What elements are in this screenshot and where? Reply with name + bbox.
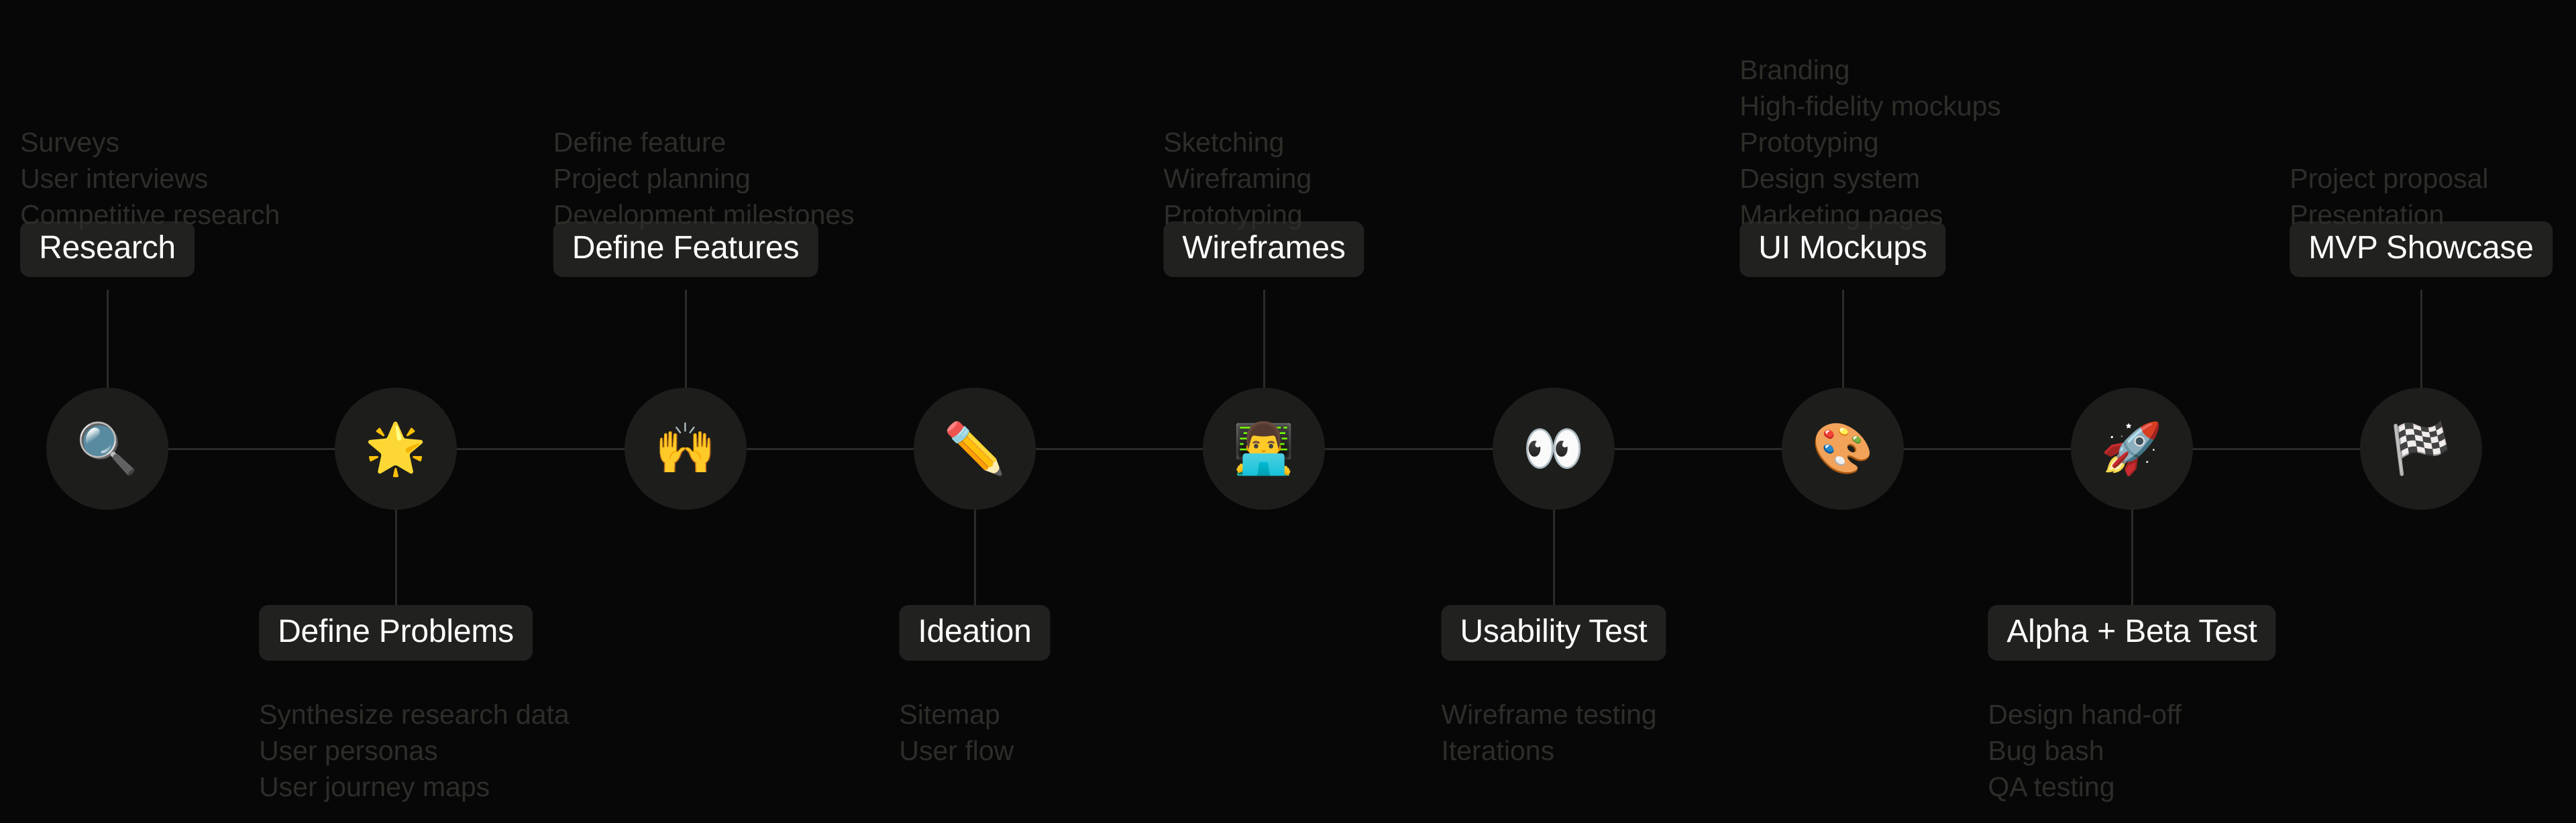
bullet-item: Design system <box>1739 163 1921 194</box>
bullet-item: Wireframe testing <box>1441 699 1657 730</box>
timeline-node-ideation[interactable]: ✏️ <box>914 388 1036 510</box>
timeline-node-usability-test[interactable]: 👀 <box>1493 388 1615 510</box>
stage-chip-wireframes[interactable]: Wireframes <box>1163 221 1364 277</box>
timeline-node-alpha-beta-test[interactable]: 🚀 <box>2071 388 2193 510</box>
bullet-item: User journey maps <box>259 771 490 802</box>
pencil-icon: ✏️ <box>943 420 1006 478</box>
stage-chip-ui-mockups[interactable]: UI Mockups <box>1739 221 1946 277</box>
bullet-item: Surveys <box>20 127 120 158</box>
raising-hands-icon: 🙌 <box>654 420 717 478</box>
bullet-item: Competitive research <box>20 199 280 230</box>
bullet-item: Development milestones <box>553 199 855 230</box>
stage-chip-usability-test[interactable]: Usability Test <box>1441 605 1666 661</box>
connector-stem <box>1263 290 1265 389</box>
stage-chip-define-problems[interactable]: Define Problems <box>259 605 533 661</box>
connector-stem <box>107 290 109 389</box>
connector-stem <box>685 290 687 389</box>
bullet-item: Define feature <box>553 127 727 158</box>
artist-palette-icon: 🎨 <box>1811 420 1874 478</box>
bullet-item: Presentation <box>2290 199 2445 230</box>
bullet-item: Bug bash <box>1988 735 2104 766</box>
connector-stem <box>974 508 976 606</box>
timeline-node-define-problems[interactable]: 🌟 <box>335 388 457 510</box>
connector-stem <box>395 508 397 606</box>
stage-chip-ideation[interactable]: Ideation <box>899 605 1051 661</box>
magnifying-glass-icon: 🔍 <box>76 420 139 478</box>
bullet-item: High-fidelity mockups <box>1739 91 2001 121</box>
timeline-node-ui-mockups[interactable]: 🎨 <box>1782 388 1904 510</box>
bullet-item: Wireframing <box>1163 163 1312 194</box>
connector-stem <box>2131 508 2133 606</box>
connector-stem <box>1842 290 1844 389</box>
rocket-icon: 🚀 <box>2100 420 2163 478</box>
bullet-item: User flow <box>899 735 1014 766</box>
bullet-item: Sitemap <box>899 699 1000 730</box>
bullet-item: QA testing <box>1988 771 2115 802</box>
bullet-item: Iterations <box>1441 735 1555 766</box>
bullet-item: Prototyping <box>1739 127 1879 158</box>
stage-chip-alpha-beta-test[interactable]: Alpha + Beta Test <box>1988 605 2276 661</box>
bullet-item: Design hand-off <box>1988 699 2182 730</box>
bullet-item: User interviews <box>20 163 209 194</box>
timeline-node-mvp-showcase[interactable]: 🏁 <box>2360 388 2482 510</box>
bullet-item: Sketching <box>1163 127 1285 158</box>
glowing-star-icon: 🌟 <box>364 420 427 478</box>
stage-chip-research[interactable]: Research <box>20 221 195 277</box>
timeline-node-wireframes[interactable]: 👨‍💻 <box>1203 388 1325 510</box>
timeline-node-define-features[interactable]: 🙌 <box>625 388 747 510</box>
bullet-item: User personas <box>259 735 438 766</box>
stage-chip-define-features[interactable]: Define Features <box>553 221 818 277</box>
bullet-item: Project proposal <box>2290 163 2489 194</box>
connector-stem <box>2420 290 2422 389</box>
chequered-flag-icon: 🏁 <box>2390 420 2453 478</box>
timeline-node-research[interactable]: 🔍 <box>46 388 168 510</box>
bullet-item: Prototyping <box>1163 199 1303 230</box>
bullet-item: Project planning <box>553 163 751 194</box>
connector-stem <box>1553 508 1555 606</box>
technologist-icon: 👨‍💻 <box>1232 420 1295 478</box>
bullet-item: Synthesize research data <box>259 699 570 730</box>
bullet-item: Branding <box>1739 54 1850 85</box>
stage-chip-mvp-showcase[interactable]: MVP Showcase <box>2290 221 2553 277</box>
eyes-icon: 👀 <box>1522 420 1585 478</box>
bullet-item: Marketing pages <box>1739 199 1943 230</box>
